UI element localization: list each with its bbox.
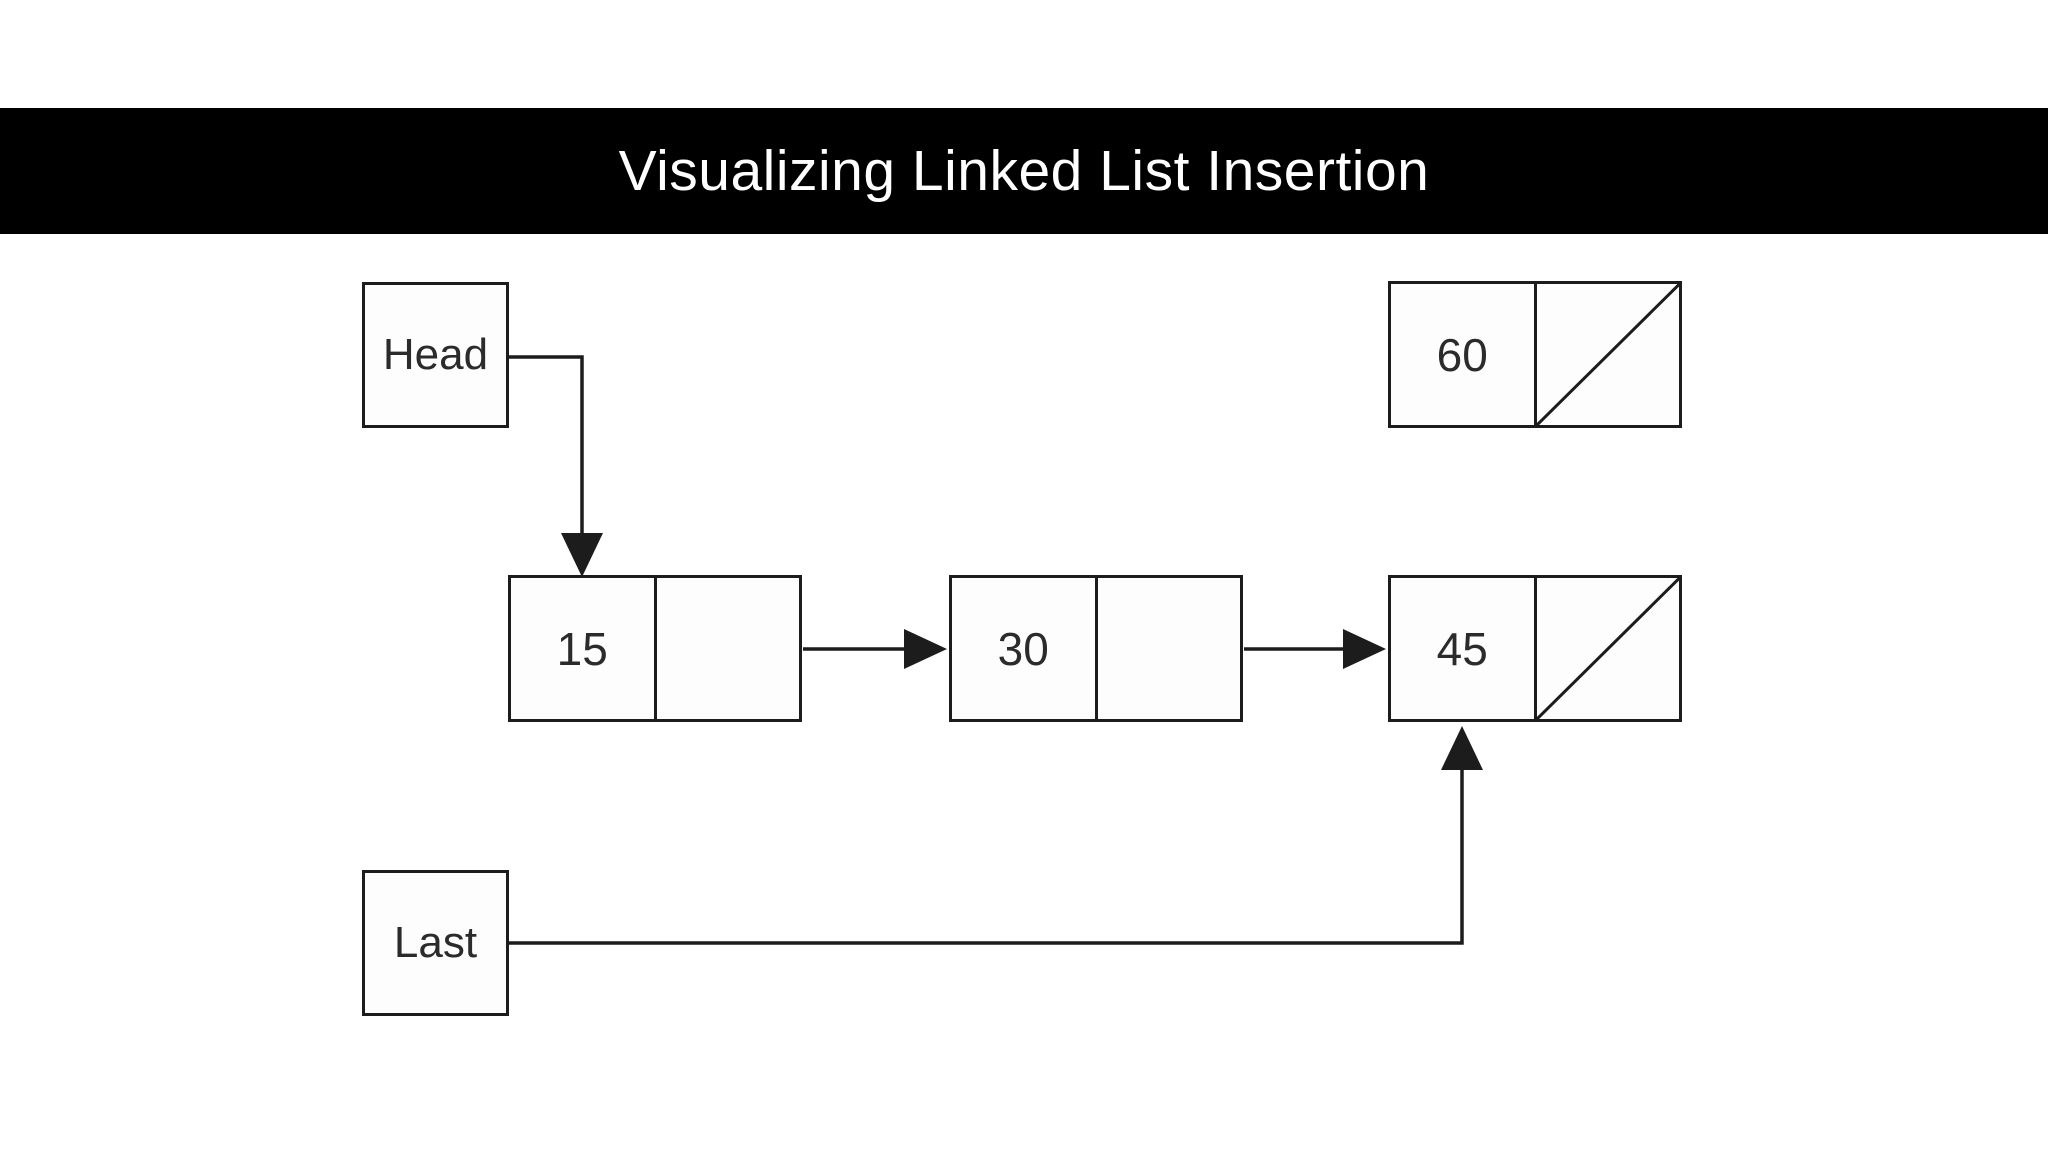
node-15-value: 15 [556,622,608,675]
arrow-15-30-head-icon [904,629,947,669]
node-60: 60 [1388,281,1682,428]
last-pointer-label: Last [393,918,478,967]
node-45-next-cell [1533,578,1680,719]
node-30-value: 30 [997,622,1049,675]
arrow-15-30 [803,629,947,669]
node-15-value-cell: 15 [511,578,654,719]
node-45: 45 [1388,575,1682,722]
null-slash-icon [1537,284,1680,425]
head-pointer-box: Head [362,282,509,428]
head-arrow [509,355,603,577]
node-30-next-cell [1094,578,1241,719]
head-pointer-label: Head [382,330,489,379]
last-arrow [509,726,1483,945]
node-15-next-cell [653,578,800,719]
title-bar: Visualizing Linked List Insertion [0,108,2048,234]
node-60-next-cell [1533,284,1680,425]
node-30: 30 [949,575,1243,722]
null-slash-icon [1537,578,1680,719]
node-60-value-cell: 60 [1391,284,1534,425]
node-30-value-cell: 30 [952,578,1095,719]
node-45-value: 45 [1436,622,1488,675]
head-arrow-head-icon [561,533,603,577]
page-title: Visualizing Linked List Insertion [618,139,1430,203]
arrow-30-45 [1244,629,1386,669]
node-60-value: 60 [1436,328,1488,381]
node-15: 15 [508,575,802,722]
last-pointer-box: Last [362,870,509,1016]
last-arrow-line [509,766,1464,945]
last-arrow-head-icon [1441,726,1483,770]
node-45-value-cell: 45 [1391,578,1534,719]
head-arrow-line [509,355,584,537]
arrow-30-45-head-icon [1343,629,1386,669]
